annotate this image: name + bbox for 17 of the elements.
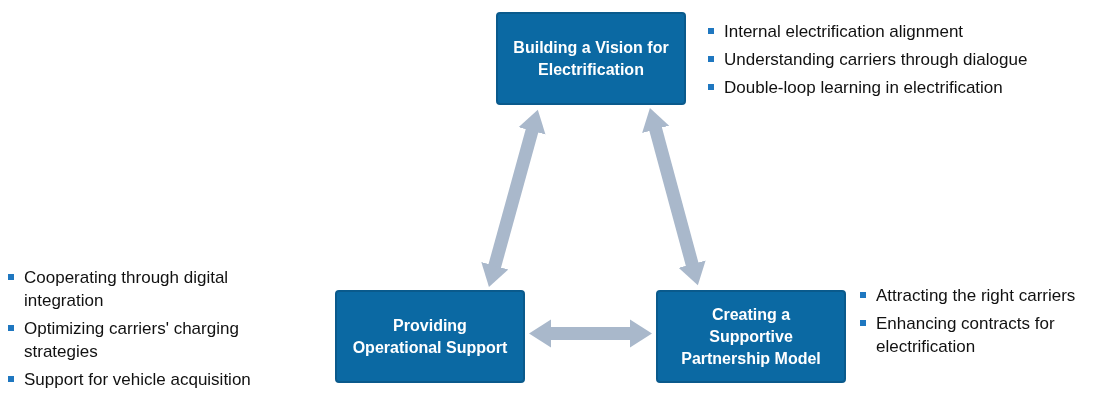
bullet-text: Support for vehicle acquisition [24,369,251,391]
bullet-text: Enhancing contracts for electrification [876,313,1056,358]
process-box [496,12,686,105]
bullet-text: Attracting the right carriers [876,285,1076,307]
bullet-text: Internal electrification alignment [724,21,964,43]
process-box [335,290,525,383]
double-arrow [529,319,652,348]
bullet-text: Optimizing carriers' charging strategies [24,318,240,363]
bullet-text: Double-loop learning in electrification [724,77,1003,99]
bullet-text: Understanding carriers through dialogue [724,49,1028,71]
box-title: Providing Operational Support [351,315,509,358]
double-arrow [481,109,546,287]
bullet-text: Cooperating through digital integration [24,267,230,312]
box-title: Building a Vision for Electrification [512,37,670,80]
double-arrow [642,108,706,286]
process-box [656,290,846,383]
box-title: Creating a Supportive Partnership Model [680,304,822,369]
